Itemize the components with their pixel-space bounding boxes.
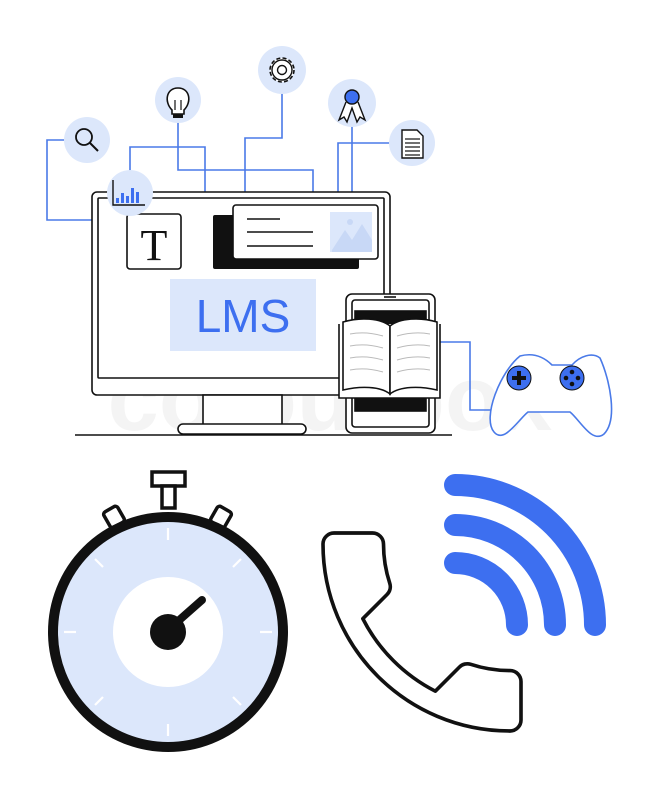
phone-icon (321, 531, 523, 733)
content-card (213, 204, 379, 269)
bar-chart-icon (107, 170, 153, 216)
lms-banner (170, 279, 316, 351)
lms-label: LMS (196, 290, 291, 342)
award-ribbon-icon (328, 79, 376, 127)
image-icon (330, 212, 372, 252)
text-tool-box: T (126, 213, 182, 270)
signal-waves-icon (444, 474, 606, 636)
book-icon (338, 318, 441, 399)
connector-wires (46, 92, 496, 411)
lightbulb-icon (155, 77, 201, 123)
stopwatch-icon (48, 470, 288, 752)
gamepad-icon (489, 353, 613, 438)
text-tool-letter: T (141, 221, 168, 270)
document-icon (389, 120, 435, 166)
search-icon (64, 117, 110, 163)
gear-icon (258, 46, 306, 94)
